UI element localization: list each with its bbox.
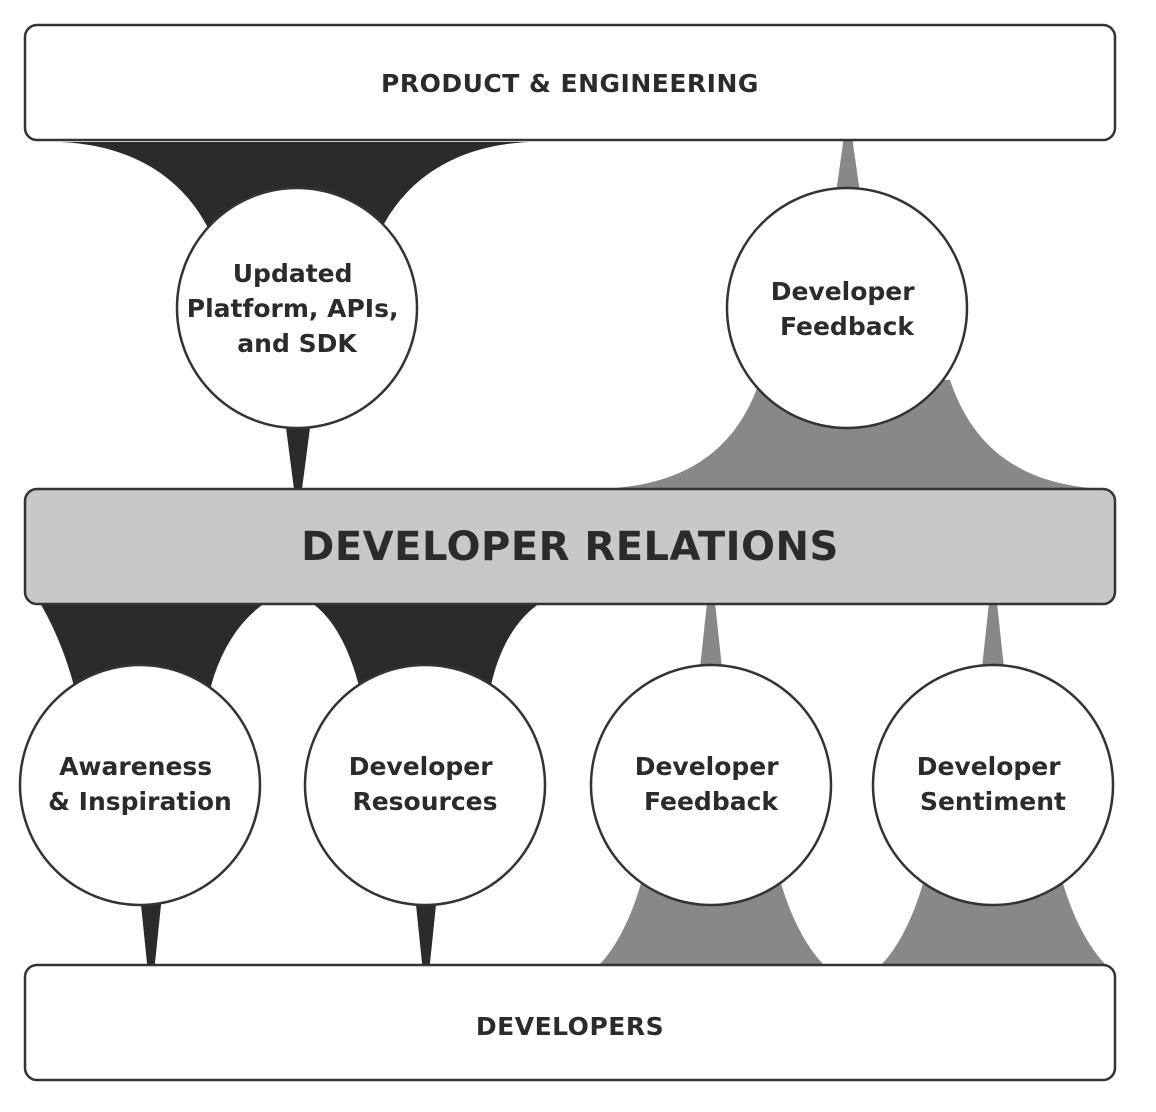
node-updated-platform-text: Updated Platform, APIs, and SDK bbox=[187, 259, 407, 358]
product-engineering-label: PRODUCT & ENGINEERING bbox=[381, 69, 759, 98]
node-developer-sentiment: Developer Sentiment bbox=[871, 663, 1115, 907]
node-updated-platform: Updated Platform, APIs, and SDK bbox=[175, 186, 419, 430]
flow-developers-to-feedback bbox=[600, 880, 823, 964]
node-developer-resources: Developer Resources bbox=[303, 663, 547, 907]
developers-bar bbox=[23, 963, 1117, 1082]
flow-relations-to-feedback bbox=[600, 380, 1105, 489]
flow-relations-to-awareness bbox=[40, 603, 265, 690]
product-engineering-bar bbox=[23, 23, 1117, 142]
node-developer-feedback-bottom: Developer Feedback bbox=[589, 663, 833, 907]
flow-awareness-to-developers bbox=[140, 895, 162, 1002]
flow-resources-to-developers bbox=[415, 895, 437, 1002]
node-developer-feedback-top-text: Developer Feedback bbox=[771, 277, 924, 341]
node-developer-feedback-top: Developer Feedback bbox=[725, 186, 969, 430]
developers-label: DEVELOPERS bbox=[476, 1012, 664, 1041]
node-developer-resources-text: Developer Resources bbox=[349, 752, 502, 816]
flow-sentiment-to-relations bbox=[982, 565, 1004, 668]
node-developer-feedback-bottom-text: Developer Feedback bbox=[635, 752, 788, 816]
developer-relations-bar bbox=[23, 487, 1117, 606]
node-awareness-inspiration: Awareness & Inspiration bbox=[18, 663, 262, 907]
flow-feedback-to-product bbox=[836, 108, 860, 193]
developer-relations-label: DEVELOPER RELATIONS bbox=[301, 524, 839, 570]
flow-relations-to-resources bbox=[312, 603, 540, 690]
flow-developers-to-sentiment bbox=[882, 880, 1105, 964]
node-developer-sentiment-text: Developer Sentiment bbox=[917, 752, 1070, 816]
flow-platform-to-relations bbox=[285, 420, 311, 520]
node-awareness-inspiration-text: Awareness & Inspiration bbox=[48, 752, 232, 816]
flow-feedback-to-relations bbox=[700, 565, 722, 668]
